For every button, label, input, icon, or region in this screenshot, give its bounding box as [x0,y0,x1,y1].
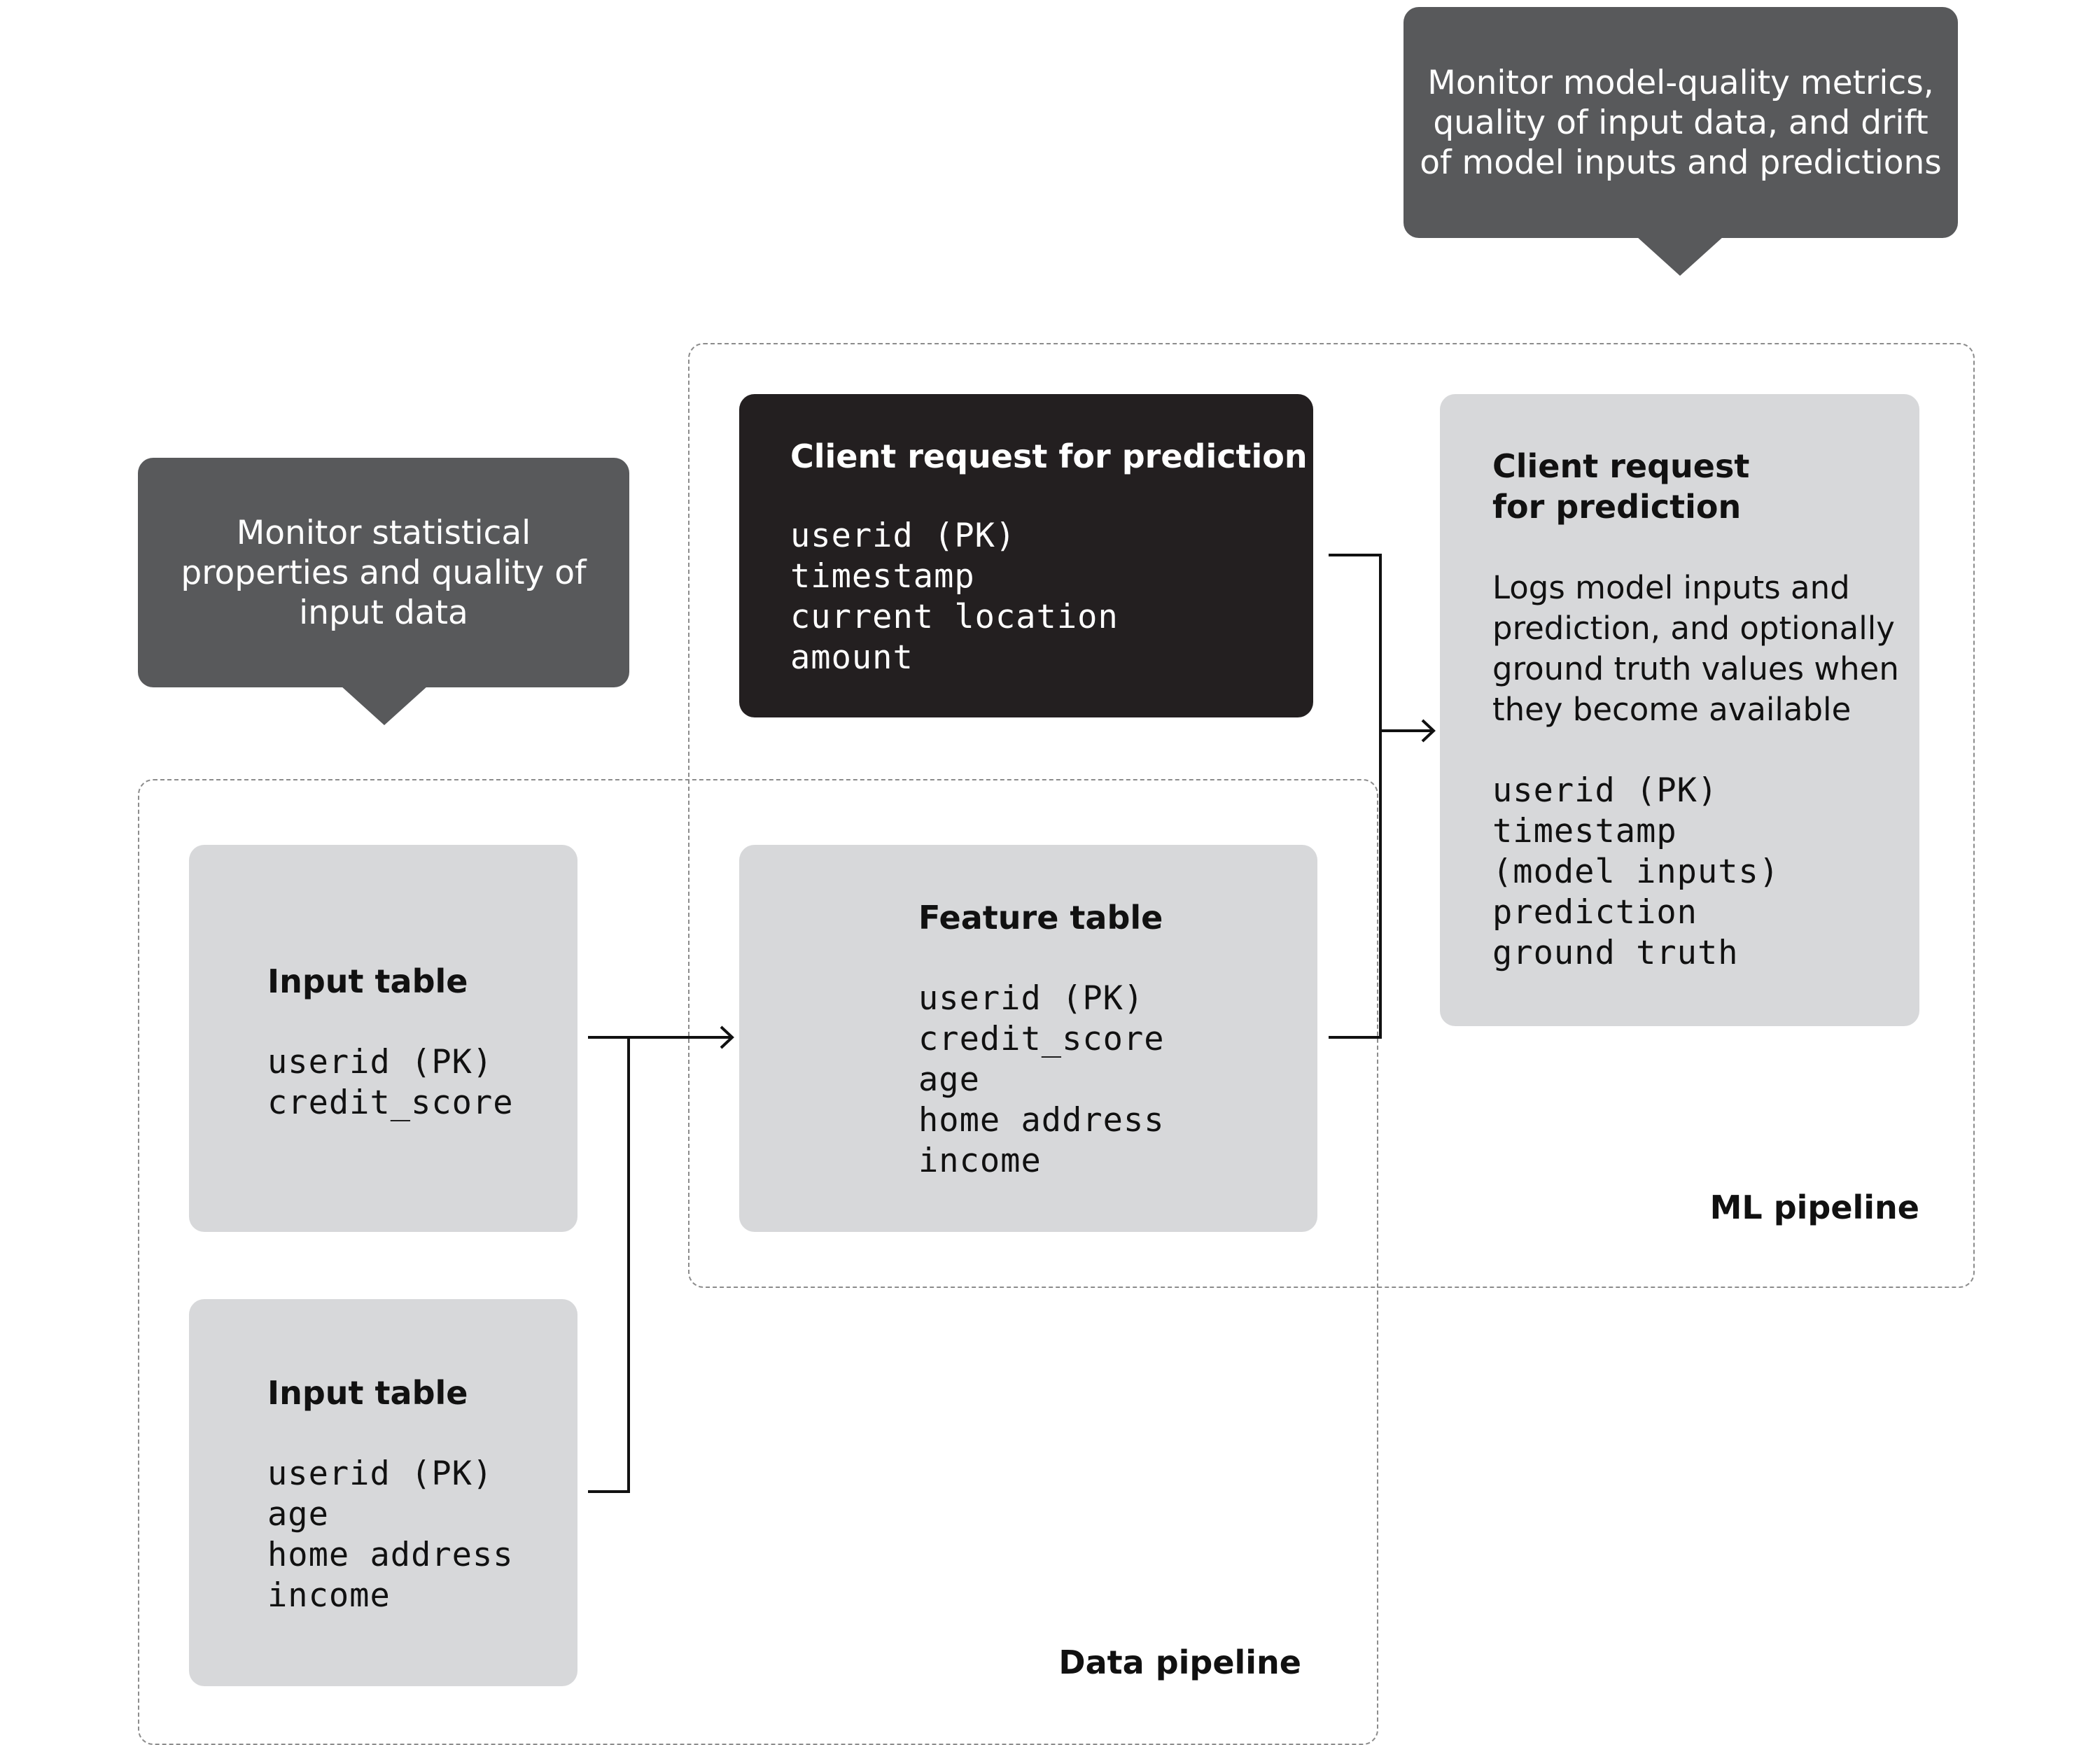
ml-pipeline-label: ML pipeline [1709,1189,1919,1226]
statistical-callout-text: Monitor statistical properties and quali… [181,513,587,632]
field-item: credit_score [918,1020,1165,1058]
input-table-2-title: Input table [267,1374,468,1412]
field-item: timestamp [1492,812,1677,850]
field-item: timestamp [790,557,975,596]
field-item: ground truth [1492,934,1739,972]
input-to-feature-arrowhead [720,1025,734,1049]
client-request-box: Client request for prediction userid (PK… [739,394,1313,717]
client-request-fields: userid (PK) timestamp current location a… [790,516,1313,678]
ml-pipeline-region [688,343,1975,1288]
input-table-2: Input table userid (PK) age home address… [189,1299,578,1686]
input-table-1: Input table userid (PK) credit_score [189,845,578,1232]
client-request-title: Client request for prediction [790,437,1308,475]
input-table-2-fields: userid (PK) age home address income [267,1454,578,1616]
input-table-1-fields: userid (PK) credit_score [267,1042,578,1123]
field-item: (model inputs) [1492,853,1780,891]
field-item: credit_score [267,1084,514,1122]
prediction-log-description: Logs model inputs and prediction, and op… [1492,569,1899,728]
model-quality-callout-text: Monitor model-quality metrics, quality o… [1420,63,1942,182]
feature-table: Feature table userid (PK) credit_score a… [739,845,1317,1232]
field-item: userid (PK) [790,517,1016,555]
field-item: userid (PK) [918,979,1144,1018]
data-pipeline-label: Data pipeline [1058,1644,1301,1681]
field-item: current location [790,598,1119,636]
statistical-callout-pointer [341,686,428,725]
model-quality-callout: Monitor model-quality metrics, quality o… [1404,7,1958,238]
field-item: age [918,1060,980,1099]
client-request-connector [1329,554,1382,1039]
field-item: userid (PK) [1492,771,1718,810]
prediction-log-box: Client request for prediction Logs model… [1440,394,1919,1026]
merge-to-log-arrowhead [1421,719,1436,743]
prediction-log-title: Client request for prediction [1492,447,1750,526]
feature-table-title: Feature table [918,899,1163,937]
field-item: home address [267,1536,514,1574]
feature-table-fields: userid (PK) credit_score age home addres… [918,979,1317,1182]
field-item: userid (PK) [267,1455,493,1493]
field-item: userid (PK) [267,1043,493,1081]
field-item: income [267,1576,391,1615]
field-item: amount [790,638,913,677]
field-item: age [267,1495,329,1534]
field-item: home address [918,1101,1165,1140]
input-table-2-connector [588,1037,630,1493]
field-item: income [918,1142,1042,1180]
model-quality-callout-pointer [1637,237,1723,276]
statistical-callout: Monitor statistical properties and quali… [138,458,629,687]
input-table-1-title: Input table [267,962,468,1000]
field-item: prediction [1492,893,1698,932]
prediction-log-fields: userid (PK) timestamp (model inputs) pre… [1492,771,1919,974]
